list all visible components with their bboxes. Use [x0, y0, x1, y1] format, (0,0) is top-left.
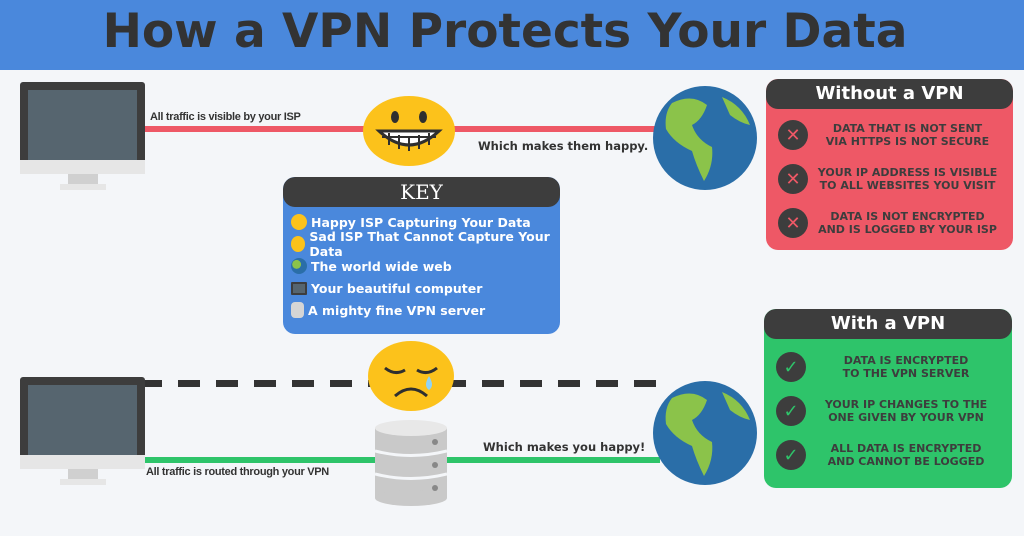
benefit-text: DATA IS ENCRYPTED	[843, 354, 969, 367]
computer-icon	[20, 377, 145, 485]
key-item: A mighty fine VPN server	[283, 299, 560, 321]
without-vpn-title: Without a VPN	[766, 79, 1013, 109]
key-item-label: Your beautiful computer	[311, 280, 483, 296]
vpn-server-icon	[375, 420, 447, 506]
check-icon: ✓	[776, 352, 806, 382]
risk-text: AND IS LOGGED BY YOUR ISP	[818, 223, 997, 236]
key-item: Sad ISP That Cannot Capture Your Data	[283, 229, 560, 259]
key-item: The world wide web	[283, 255, 560, 277]
key-item: Your beautiful computer	[283, 277, 560, 299]
top-label-left: All traffic is visible by your ISP	[150, 111, 301, 123]
server-icon	[291, 302, 304, 318]
key-item-label: Happy ISP Capturing Your Data	[311, 214, 531, 230]
sad-face-icon	[291, 236, 306, 252]
with-vpn-title: With a VPN	[764, 309, 1012, 339]
risk-text: DATA THAT IS NOT SENT	[832, 122, 983, 135]
globe-icon	[291, 258, 307, 274]
key-item-label: Sad ISP That Cannot Capture Your Data	[309, 229, 550, 259]
key-item-label: A mighty fine VPN server	[308, 302, 486, 318]
x-icon: ✕	[778, 164, 808, 194]
happy-isp-face-icon	[363, 96, 455, 166]
globe-icon	[653, 86, 757, 190]
benefit-text: YOUR IP CHANGES TO THE	[824, 398, 988, 411]
key-item-label: The world wide web	[311, 258, 452, 274]
benefit-text: AND CANNOT BE LOGGED	[827, 455, 985, 468]
benefit-text: ALL DATA IS ENCRYPTED	[830, 442, 982, 455]
x-icon: ✕	[778, 208, 808, 238]
check-icon: ✓	[776, 396, 806, 426]
sad-isp-face-icon	[368, 341, 454, 411]
x-icon: ✕	[778, 120, 808, 150]
risk-text: DATA IS NOT ENCRYPTED	[830, 210, 985, 223]
header-banner	[0, 0, 1024, 70]
happy-face-icon	[291, 214, 307, 230]
computer-icon	[20, 82, 145, 190]
risk-text: VIA HTTPS IS NOT SECURE	[825, 135, 990, 148]
risk-text: TO ALL WEBSITES YOU VISIT	[819, 179, 996, 192]
top-label-right: Which makes them happy.	[478, 139, 649, 153]
risk-text: YOUR IP ADDRESS IS VISIBLE	[817, 166, 998, 179]
bottom-label-right: Which makes you happy!	[483, 440, 646, 454]
key-legend: KEY Happy ISP Capturing Your Data Sad IS…	[283, 177, 560, 334]
benefit-text: TO THE VPN SERVER	[842, 367, 970, 380]
page-title: How a VPN Protects Your Data	[102, 4, 908, 59]
computer-icon	[291, 281, 307, 295]
key-item: Happy ISP Capturing Your Data	[283, 211, 560, 233]
benefit-text: ONE GIVEN BY YOUR VPN	[828, 411, 984, 424]
key-title: KEY	[283, 177, 560, 207]
check-icon: ✓	[776, 440, 806, 470]
globe-icon	[653, 381, 757, 485]
bottom-label-left: All traffic is routed through your VPN	[146, 466, 329, 478]
